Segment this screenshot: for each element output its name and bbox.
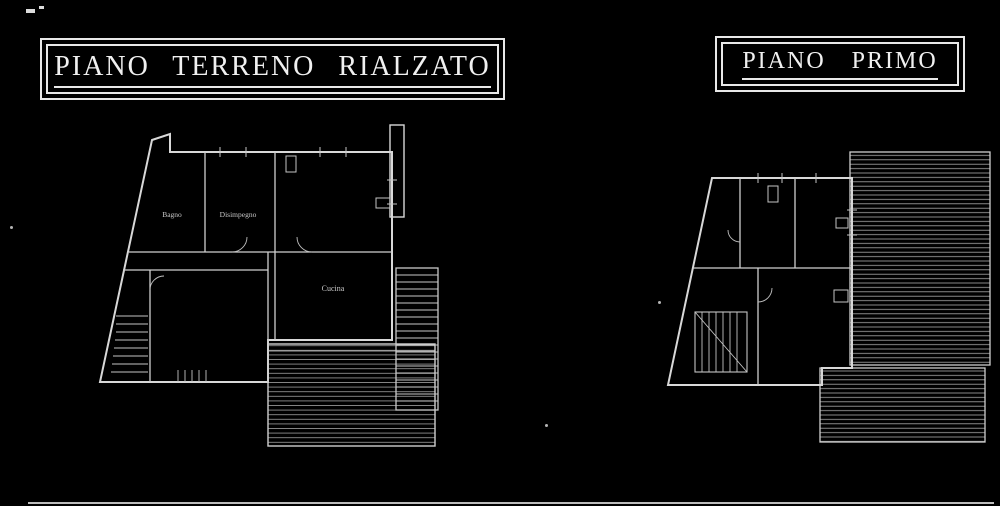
scan-edge-line: [28, 502, 994, 504]
scan-speck: [10, 226, 13, 229]
outer-walls: [666, 177, 853, 386]
scan-artifact-mark: [26, 9, 35, 13]
window-ticks-right: [387, 179, 397, 205]
interior-stair: [111, 315, 148, 373]
first-floor-plan-drawing: [666, 151, 991, 443]
title-box-first-floor-inner-frame: PIANO PRIMO: [721, 42, 959, 86]
scan-speck: [545, 424, 548, 427]
terrace-hatched-area: [267, 343, 436, 447]
windows-and-fixtures: [757, 173, 857, 303]
room-label-cucina: Cucina: [322, 284, 345, 293]
external-stair: [395, 267, 439, 411]
fixture-2: [833, 289, 849, 303]
ground-floor-title: PIANO TERRENO RIALZATO: [54, 51, 491, 88]
interior-stair: [694, 311, 748, 373]
windows-and-fixtures: [219, 147, 397, 209]
chimney: [389, 124, 405, 218]
first-floor-title: PIANO PRIMO: [742, 48, 938, 80]
entrance-steps: [177, 370, 207, 382]
window-ticks-right: [847, 209, 857, 236]
window-ticks-top: [757, 173, 817, 183]
room-label-disimpegno: Disimpegno: [220, 210, 257, 219]
window-ticks-top: [219, 147, 347, 157]
scan-artifact-mark: [39, 6, 44, 9]
radiator-fixture: [285, 155, 297, 173]
radiator-fixture: [767, 185, 779, 203]
lower-terrace-hatched-area: [819, 367, 986, 443]
interior-walls: [693, 178, 852, 385]
title-box-ground-floor: PIANO TERRENO RIALZATO: [40, 38, 505, 100]
ground-floor-plan-drawing: Bagno Disimpegno Cucina: [98, 124, 439, 447]
scan-speck: [658, 301, 661, 304]
title-box-first-floor: PIANO PRIMO: [715, 36, 965, 92]
title-box-ground-floor-inner-frame: PIANO TERRENO RIALZATO: [46, 44, 499, 94]
door-arcs: [149, 236, 313, 291]
sink-fixture: [375, 197, 391, 209]
fixture: [835, 217, 849, 229]
door-arcs: [727, 229, 773, 303]
roof-hatched-area: [849, 151, 991, 366]
interior-walls: [123, 152, 392, 382]
room-label-bagno: Bagno: [162, 210, 182, 219]
outer-walls: [98, 124, 405, 383]
